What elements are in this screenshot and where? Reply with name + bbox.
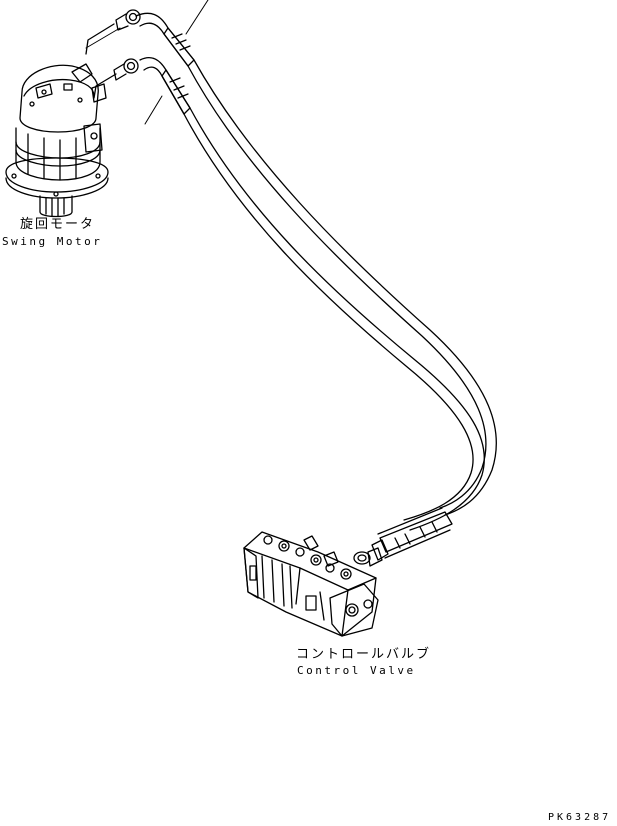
swing-motor-label-jp: 旋回モータ <box>20 217 96 232</box>
hose-lower <box>139 56 485 531</box>
control-valve <box>243 531 379 637</box>
control-valve-label-en: Control Valve <box>297 664 416 677</box>
elbow-fittings <box>85 9 141 99</box>
drawing-code: PK63287 <box>548 812 612 823</box>
swing-motor-label-en: Swing Motor <box>2 235 103 248</box>
swing-motor <box>5 63 109 218</box>
control-valve-label-jp: コントロールバルブ <box>296 647 432 662</box>
hose-end-fittings <box>353 507 453 567</box>
leader-lines <box>85 0 209 125</box>
hose-upper <box>135 12 497 516</box>
